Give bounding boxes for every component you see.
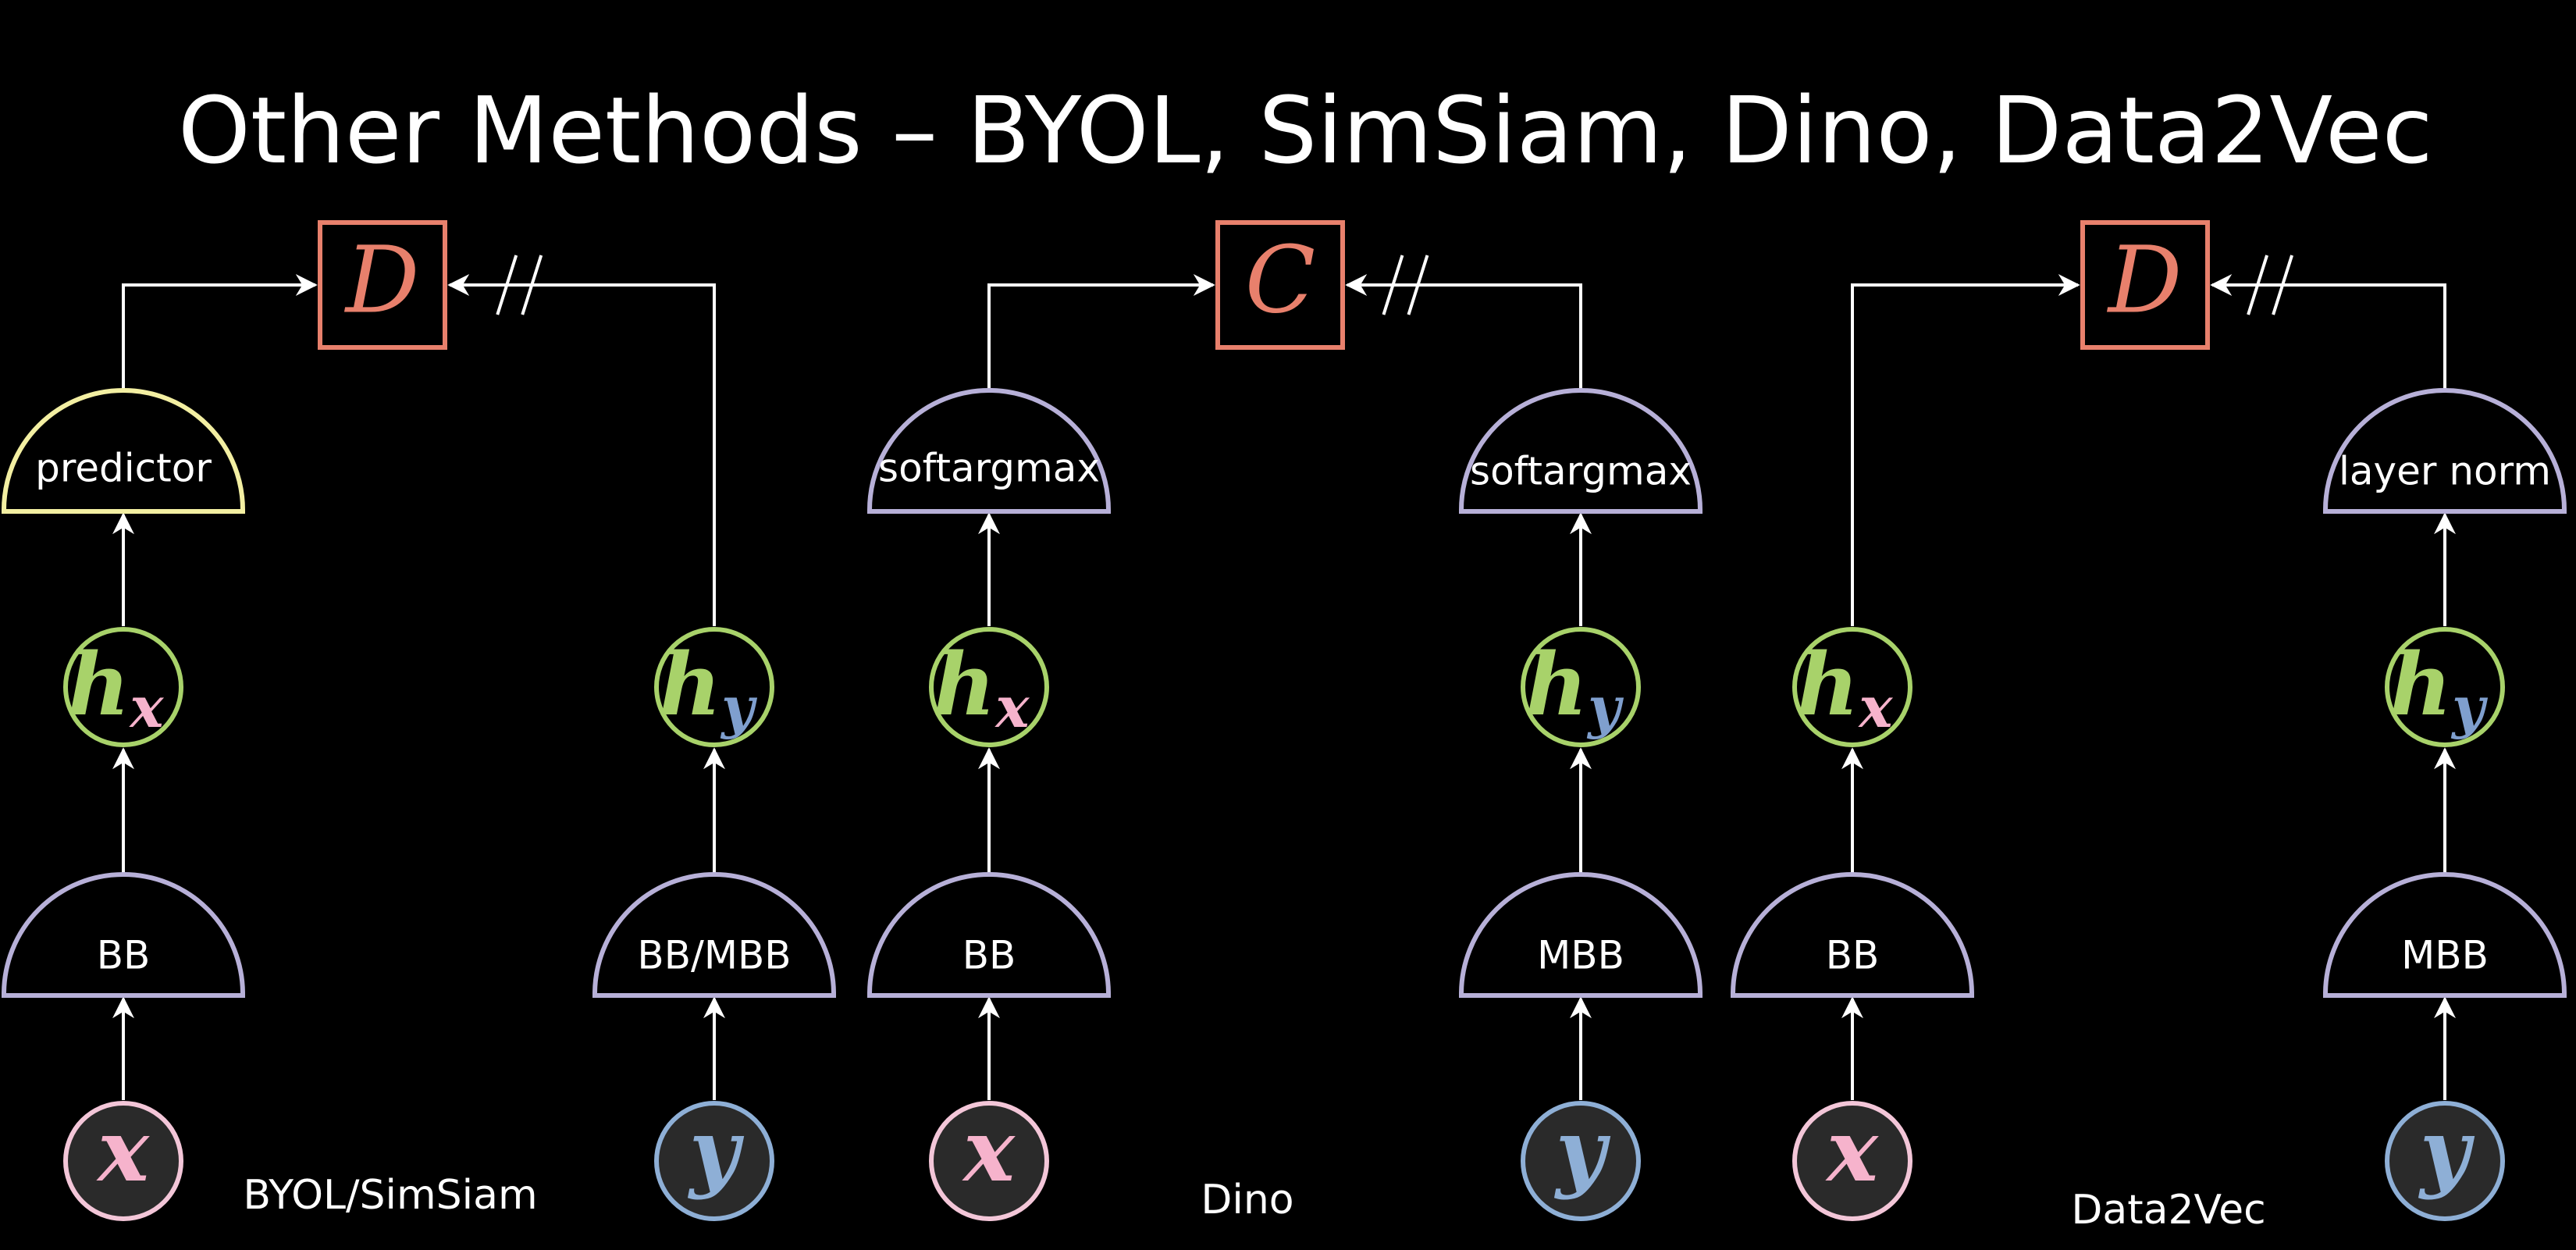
panel-3-x-input [1792,1101,1912,1221]
panel-2-stop-gradient-1 [1382,255,1404,315]
panel-3-arrow-right-to-distance [2210,274,2446,390]
panel-3-right-head-label: layer norm [2339,449,2551,494]
panel-1-y-input-label: y [687,1100,745,1201]
panel-2-right-head [1459,388,1703,514]
panel-1-distance-label: D [344,226,420,334]
slide-title: Other Methods – BYOL, SimSiam, Dino, Dat… [178,77,2433,184]
panel-1-left-head-label: predictor [35,446,212,491]
panel-1-stop-gradient-2 [521,255,543,315]
panel-3-caption: Data2Vec [2071,1187,2265,1234]
panel-2-x-input [929,1101,1049,1221]
panel-1-x-input-label: x [96,1100,150,1201]
panel-1-right-backbone-label: BB/MBB [637,933,791,978]
panel-2-hx-node [929,627,1049,747]
panel-3-y-input [2385,1101,2505,1221]
panel-2-y-input [1521,1101,1641,1221]
panel-2-arrow-left-to-distance [987,274,1215,390]
panel-2-right-backbone-label: MBB [1537,933,1624,978]
panel-2-caption: Dino [1201,1177,1293,1223]
panel-3-right-head [2323,388,2567,514]
panel-2-left-head-label: softargmax [878,446,1100,491]
panel-1-hy-node [654,627,774,747]
panel-3-distance-label: D [2107,226,2183,334]
panel-1-caption: BYOL/SimSiam [243,1172,537,1219]
panel-3-distance-box [2080,220,2210,350]
panel-1-left-backbone-label: BB [97,933,151,978]
panel-1-left-backbone [1,872,245,998]
panel-3-hx-node [1792,627,1912,747]
panel-2-distance-label: C [1245,226,1315,334]
panel-1-stop-gradient-1 [496,255,518,315]
panel-1-arrow-left-to-distance [122,274,318,390]
panel-1-y-input [654,1101,774,1221]
panel-1-hx-node [63,627,183,747]
panel-2-x-input-label: x [962,1100,1016,1201]
panel-2-left-backbone-label: BB [962,933,1016,978]
panel-1-arrow-right-to-distance [447,274,716,626]
panel-2-right-backbone [1459,872,1703,998]
panel-3-arrow-left-to-distance [1851,274,2080,626]
panel-1-distance-box [318,220,447,350]
panel-2-right-head-label: softargmax [1470,449,1692,494]
panel-3-x-input-label: x [1825,1100,1879,1201]
panel-2-left-head [867,388,1111,514]
panel-2-distance-box [1215,220,1345,350]
panel-2-hy-node [1521,627,1641,747]
panel-2-stop-gradient-2 [1407,255,1429,315]
panel-2-y-input-label: y [1553,1100,1611,1201]
panel-3-stop-gradient-2 [2272,255,2293,315]
panel-2-arrow-right-to-distance [1345,274,1582,390]
panel-3-hy-node [2385,627,2505,747]
panel-1-left-head [1,388,245,514]
panel-1-right-backbone [592,872,836,998]
panel-3-right-backbone [2323,872,2567,998]
panel-3-right-backbone-label: MBB [2401,933,2489,978]
panel-1-x-input [63,1101,183,1221]
panel-3-y-input-label: y [2418,1100,2475,1201]
panel-3-left-backbone [1731,872,1974,998]
panel-2-left-backbone [867,872,1111,998]
panel-3-left-backbone-label: BB [1826,933,1880,978]
panel-3-hx-node-label: hx [1797,634,1894,740]
panel-3-stop-gradient-1 [2247,255,2268,315]
